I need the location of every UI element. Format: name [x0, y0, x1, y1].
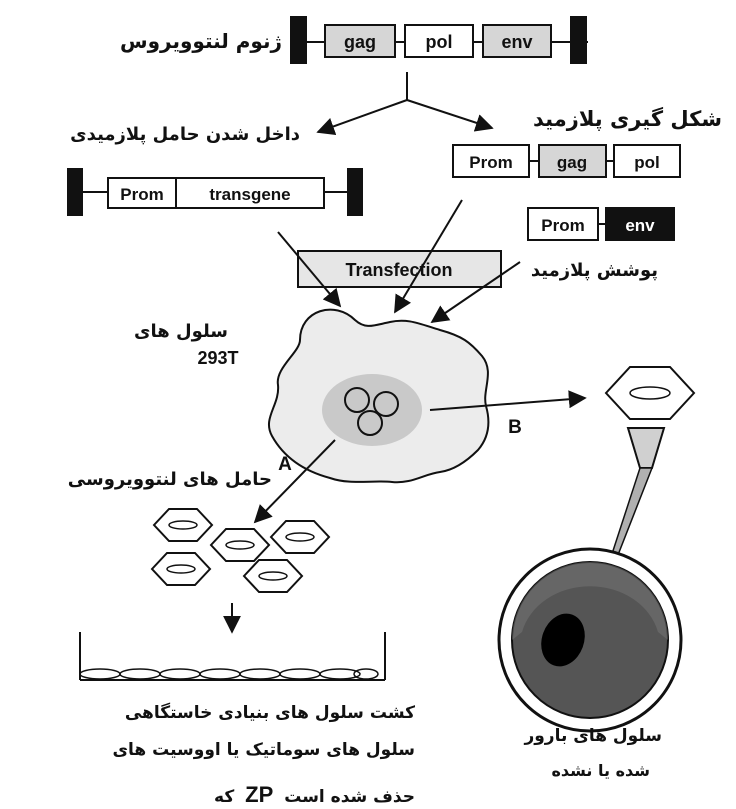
stem-cell — [79, 668, 121, 680]
packaging-plasmid: Prom gag pol — [452, 144, 681, 178]
vector-transgene-label: transgene — [209, 185, 290, 204]
packaging-pol-label: pol — [634, 153, 660, 172]
envelope-env-box — [605, 207, 675, 241]
pipette-holder — [626, 427, 666, 469]
cells-label-line2: 293T — [197, 348, 238, 368]
packaging-gag-label: gag — [557, 153, 587, 172]
envelope-plasmid: Prom env — [527, 207, 675, 241]
vectors-label: حامل های لنتوویروسی — [68, 469, 272, 490]
genome-label: ژنوم لنتوویروس — [120, 29, 282, 53]
viral-particles — [150, 508, 331, 593]
vector-ltr-left — [67, 168, 83, 216]
genome-gag-label: gag — [344, 32, 376, 52]
egg-highlight — [512, 562, 668, 640]
path-a-arrow — [253, 439, 336, 524]
transfection-arrows — [277, 199, 521, 324]
genome-pol-box — [404, 24, 474, 58]
stem-cells-caption-line3-b: حذف شده است — [284, 787, 415, 807]
path-b-arrow — [429, 390, 587, 411]
genome-split-arrows — [316, 72, 494, 135]
packaging-plasmid-label: شکل گیری پلازمید — [533, 106, 722, 131]
stem-cell — [119, 668, 161, 680]
genome-pol-label: pol — [426, 32, 453, 52]
viral-particle — [242, 559, 304, 593]
ltr-right — [570, 16, 587, 64]
stem-cell — [199, 668, 241, 680]
cells-label-line1: سلول های — [134, 321, 228, 342]
injection-needle — [608, 467, 654, 561]
genome-env-box — [482, 24, 552, 58]
stem-cells-caption-line3-a: که — [214, 787, 234, 807]
viral-particle — [209, 528, 271, 562]
genome-gag-box — [324, 24, 396, 58]
egg-caption-line1: سلول های بارور — [523, 726, 662, 746]
envelope-plasmid-label: پوشش پلازمید — [531, 260, 658, 281]
cell-plasmid-circle-1 — [344, 387, 370, 413]
envelope-prom-label: Prom — [541, 216, 584, 235]
stem-cells-caption-line1: کشت سلول های بنیادی خاستگاهی — [125, 702, 415, 723]
viral-particle — [269, 520, 331, 554]
cell-plasmid-circle-3 — [357, 410, 383, 436]
path-b-label: B — [508, 417, 522, 438]
genome-env-label: env — [501, 32, 532, 52]
transfection-box — [297, 250, 502, 288]
stem-cells-caption-zp: ZP — [245, 782, 273, 807]
stem-cells-caption-line3: که ZP حذف شده است — [214, 782, 415, 807]
viral-particle-b — [604, 366, 696, 420]
envelope-env-label: env — [625, 216, 655, 235]
stem-cell — [319, 668, 361, 680]
culture-dish — [79, 632, 386, 681]
stem-cell — [353, 668, 379, 680]
transfection-label: Transfection — [345, 260, 452, 280]
egg-caption-line2: شده یا نشده — [551, 761, 650, 780]
vector-transgene-box — [175, 177, 325, 209]
packaging-prom-box — [452, 144, 530, 178]
stem-cell — [159, 668, 201, 680]
stem-cells-caption-line2: سلول های سوماتیک یا اووسیت های — [112, 740, 415, 760]
vector-prom-label: Prom — [120, 185, 163, 204]
packaging-prom-label: Prom — [469, 153, 512, 172]
genome-construct: gag pol env — [290, 16, 588, 64]
vector-prom-box — [107, 177, 177, 209]
cell-plasmid-circle-2 — [373, 391, 399, 417]
ltr-left — [290, 16, 307, 64]
vector-plasmid-label: داخل شدن حامل پلازمیدی — [70, 124, 300, 145]
stem-cell — [239, 668, 281, 680]
vector-ltr-right — [347, 168, 363, 216]
viral-particle — [150, 552, 212, 586]
viral-particle — [152, 508, 214, 542]
pronucleus — [541, 613, 585, 667]
path-a-label: A — [278, 454, 292, 475]
stem-cell — [279, 668, 321, 680]
vector-plasmid: Prom transgene — [67, 168, 363, 216]
packaging-pol-box — [613, 144, 681, 178]
